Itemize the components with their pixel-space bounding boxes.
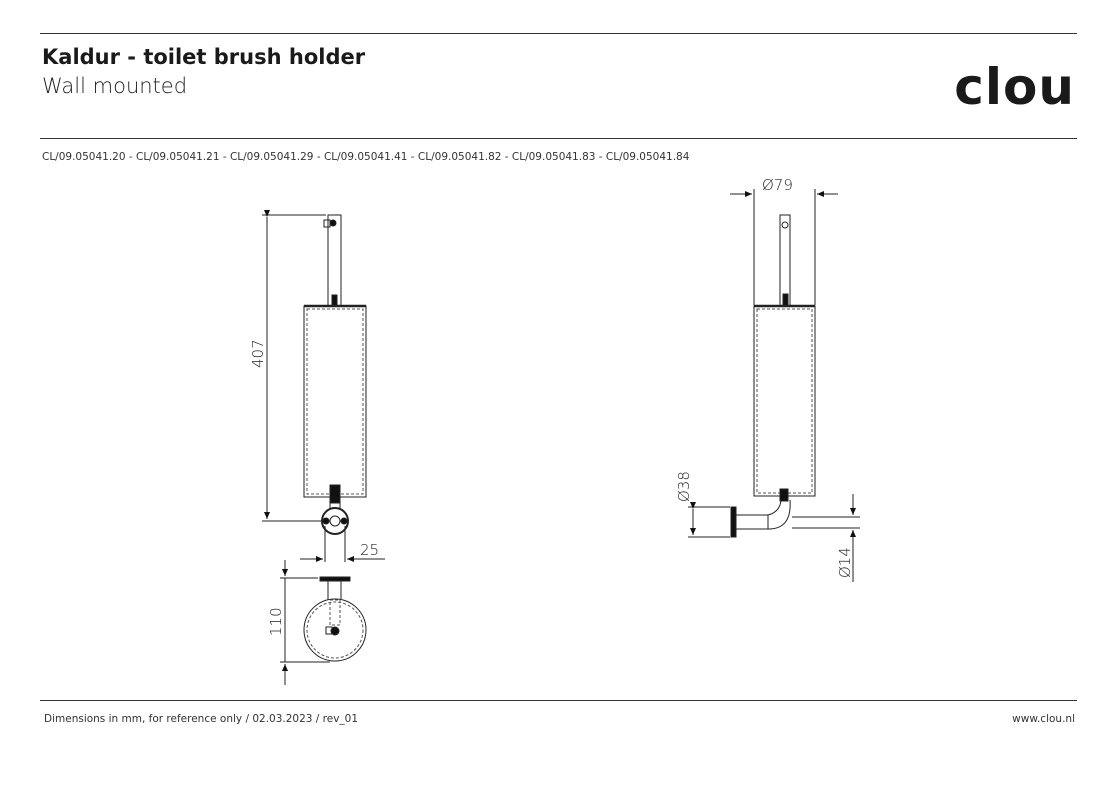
header-rule bbox=[40, 138, 1077, 139]
page-subtitle: Wall mounted bbox=[42, 74, 188, 98]
dim-pipe-diameter: Ø14 bbox=[836, 547, 854, 578]
footer-rule bbox=[40, 700, 1077, 701]
brand-logo: clou bbox=[954, 58, 1075, 116]
page-title: Kaldur - toilet brush holder bbox=[42, 45, 366, 69]
side-view bbox=[688, 189, 860, 582]
dim-diameter: Ø79 bbox=[762, 176, 793, 194]
article-codes: CL/09.05041.20 - CL/09.05041.21 - CL/09.… bbox=[42, 151, 690, 163]
dim-rosette-diameter: Ø38 bbox=[675, 471, 693, 502]
front-view bbox=[262, 210, 385, 562]
footer-note: Dimensions in mm, for reference only / 0… bbox=[44, 713, 359, 725]
top-view bbox=[280, 560, 367, 685]
top-rule bbox=[40, 33, 1077, 34]
dim-bracket-width: 25 bbox=[360, 541, 379, 559]
dim-height: 407 bbox=[249, 339, 267, 368]
website-link[interactable]: www.clou.nl bbox=[1012, 713, 1075, 725]
dim-depth: 110 bbox=[267, 607, 285, 636]
